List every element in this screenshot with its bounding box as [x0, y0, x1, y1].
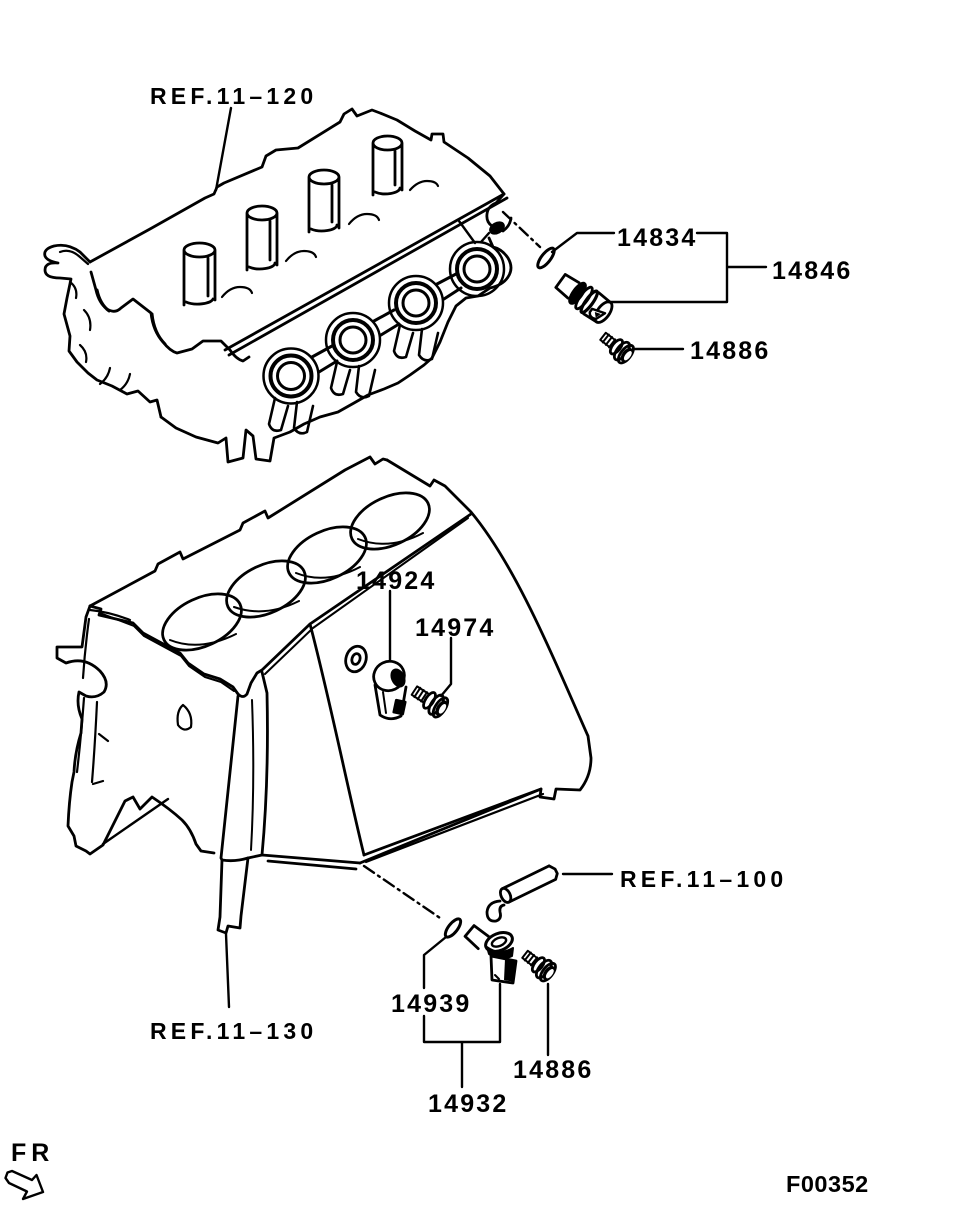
- svg-text:F00352: F00352: [786, 1171, 869, 1197]
- svg-text:14932: 14932: [428, 1090, 509, 1118]
- svg-text:14834: 14834: [617, 224, 698, 252]
- svg-text:14846: 14846: [772, 257, 853, 285]
- svg-text:14939: 14939: [391, 990, 472, 1018]
- svg-text:14974: 14974: [415, 614, 496, 642]
- svg-text:REF.11–120: REF.11–120: [150, 83, 317, 109]
- svg-text:FR: FR: [11, 1139, 54, 1167]
- svg-text:REF.11–130: REF.11–130: [150, 1018, 317, 1044]
- svg-text:14886: 14886: [690, 337, 771, 365]
- svg-text:14886: 14886: [513, 1056, 594, 1084]
- svg-text:REF.11–100: REF.11–100: [620, 866, 787, 892]
- svg-text:14924: 14924: [356, 567, 437, 595]
